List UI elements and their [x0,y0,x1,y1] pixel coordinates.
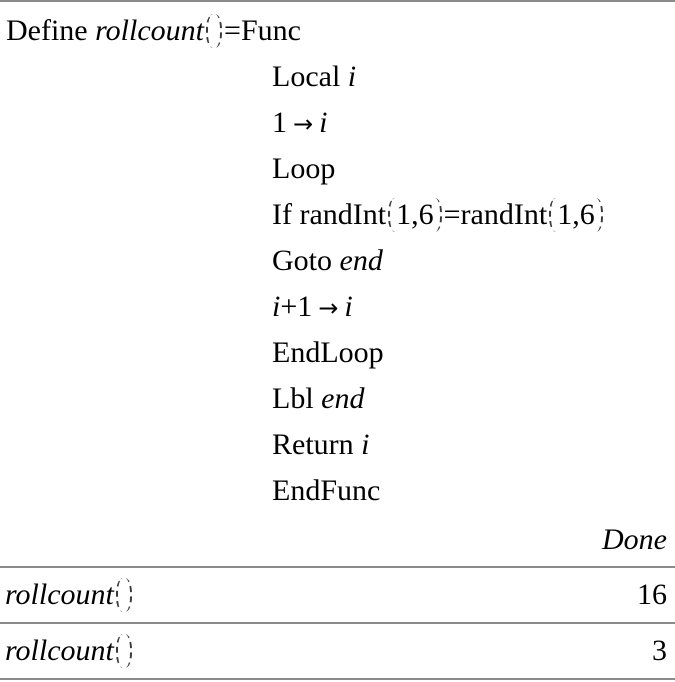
randint-args: 1,6 [396,198,434,231]
keyword-local: Local [272,60,348,93]
status-done: Done [602,523,667,556]
keyword-goto: Goto [272,244,340,277]
keyword-endfunc: EndFunc [272,474,381,507]
expression: rollcount [5,568,134,622]
store-arrow-icon: → [293,110,314,138]
variable-i: i [319,106,328,139]
randint-args: 1,6 [557,198,595,231]
literal-one: 1 [272,106,287,139]
paren-open-icon [115,578,123,612]
paren-close-icon [435,198,442,232]
label-end: end [321,382,365,415]
store-arrow-icon: → [318,294,339,322]
paren-close-icon [125,634,132,668]
paren-close-icon [125,578,132,612]
function-name: rollcount [5,634,114,667]
code-line-local: Local i [0,54,675,100]
code-line-lbl: Lbl end [0,376,675,422]
code-line-if: If randInt 1,6 =randInt 1,6 [0,192,675,238]
equals-randint-call: =randInt [443,198,548,231]
variable-i: i [361,428,370,461]
function-name: rollcount [95,14,205,47]
history-row[interactable]: rollcount 3 [0,624,675,680]
code-line-endfunc: EndFunc [0,468,675,514]
program-definition-entry[interactable]: Define rollcount=Func Local i 1→i Loop I… [0,2,675,568]
paren-open-icon [549,198,556,232]
code-line-loop: Loop [0,146,675,192]
history-row[interactable]: rollcount 16 [0,568,675,624]
code-line-return: Return i [0,422,675,468]
code-line-endloop: EndLoop [0,330,675,376]
keyword-endloop: EndLoop [272,336,384,369]
paren-close-icon [596,198,603,232]
code-line-init: 1→i [0,100,675,146]
variable-i: i [344,290,353,323]
expression: rollcount [5,624,134,678]
paren-open-icon [115,634,123,668]
function-name: rollcount [5,578,114,611]
paren-open-icon [388,198,395,232]
result-value: 3 [652,634,667,667]
keyword-lbl: Lbl [272,382,322,415]
keyword-return: Return [272,428,362,461]
keyword-loop: Loop [272,152,336,185]
label-end: end [339,244,383,277]
equals-sign: = [224,14,241,47]
code-line-goto: Goto end [0,238,675,284]
paren-close-icon [215,14,223,48]
code-line-increment: i+1→i [0,284,675,330]
result-value: 16 [637,578,667,611]
plus-one: +1 [280,290,313,323]
variable-i: i [347,60,357,93]
variable-i: i [272,290,281,323]
code-line-define: Define rollcount =Func [0,8,675,54]
paren-open-icon [206,14,213,48]
keyword-define: Define [6,14,96,47]
if-randint-call: If randInt [272,198,387,231]
keyword-func: Func [240,14,301,47]
